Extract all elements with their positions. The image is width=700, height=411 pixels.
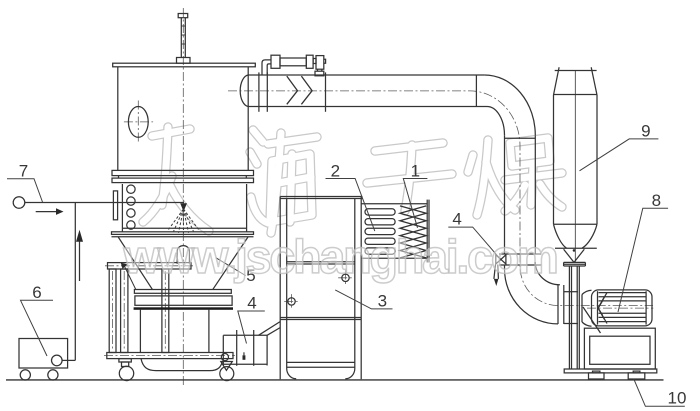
svg-text:6: 6: [32, 283, 41, 302]
svg-text:10: 10: [668, 389, 687, 408]
svg-text:4: 4: [247, 294, 256, 313]
svg-text:9: 9: [641, 122, 650, 141]
svg-text:7: 7: [19, 162, 28, 181]
svg-text:3: 3: [378, 292, 387, 311]
svg-text:5: 5: [246, 266, 255, 285]
svg-text:2: 2: [331, 162, 340, 181]
svg-text:4: 4: [452, 210, 461, 229]
svg-text:www.jschanghai.com: www.jschanghai.com: [123, 230, 557, 283]
svg-text:1: 1: [411, 162, 420, 181]
svg-text:8: 8: [652, 191, 661, 210]
